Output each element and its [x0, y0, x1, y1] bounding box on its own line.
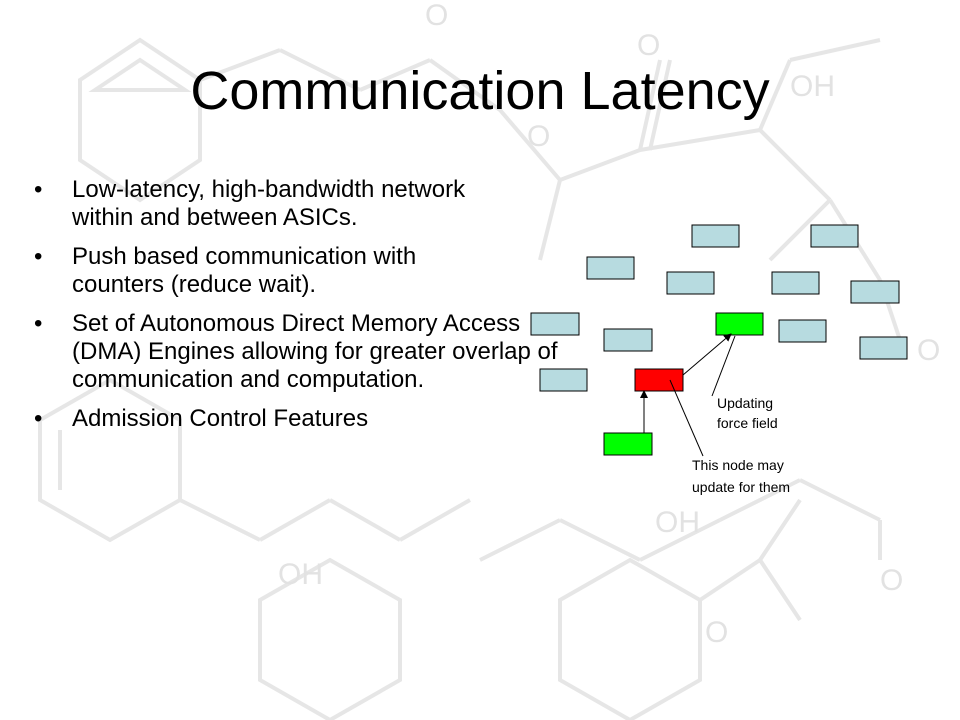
updating-label: force field [717, 415, 778, 431]
asic-node [603, 328, 653, 352]
updating-label: Updating [717, 395, 773, 411]
asic-node [810, 224, 859, 248]
bullet-list: • Low-latency, high-bandwidth network wi… [34, 176, 558, 444]
push-arrow [682, 333, 732, 376]
bullet-item: • Low-latency, high-bandwidth network wi… [34, 176, 512, 232]
bullet-dot: • [34, 243, 43, 270]
svg-text:O: O [880, 564, 903, 597]
asic-node [666, 271, 715, 295]
updating-node [715, 312, 764, 336]
asic-node [586, 256, 635, 280]
updating-node [603, 432, 653, 456]
bullet-dot: • [34, 310, 43, 337]
asic-node [691, 224, 740, 248]
bullet-text: Low-latency, high-bandwidth network with… [72, 176, 466, 231]
slide-title: Communication Latency [190, 61, 770, 121]
svg-text:O: O [917, 334, 940, 367]
may-update-label: update for them [692, 479, 790, 495]
bullet-text: Set of Autonomous Direct Memory Access (… [72, 310, 558, 393]
bullet-dot: • [34, 405, 43, 432]
svg-text:O: O [637, 29, 660, 62]
bullet-text: Push based communication with counters (… [72, 243, 417, 298]
asic-node [778, 319, 827, 343]
bullet-item: • Set of Autonomous Direct Memory Access… [34, 310, 582, 394]
svg-text:OH: OH [790, 70, 835, 103]
asic-node [530, 312, 580, 336]
callout-line [669, 379, 704, 457]
svg-text:OH: OH [278, 558, 323, 591]
svg-text:O: O [527, 120, 550, 153]
bullet-item: • Push based communication with counters… [34, 243, 492, 299]
asic-node [850, 280, 900, 304]
svg-text:OH: OH [655, 506, 700, 539]
callout-line [711, 335, 736, 397]
svg-text:O: O [705, 616, 728, 649]
bullet-dot: • [34, 176, 43, 203]
asic-node [539, 368, 588, 392]
svg-text:O: O [425, 0, 448, 32]
target-node [634, 368, 684, 392]
asic-node [859, 336, 908, 360]
may-update-label: This node may [692, 457, 784, 473]
asic-node [771, 271, 820, 295]
bullet-item: • Admission Control Features [34, 405, 582, 433]
bullet-text: Admission Control Features [72, 405, 369, 432]
